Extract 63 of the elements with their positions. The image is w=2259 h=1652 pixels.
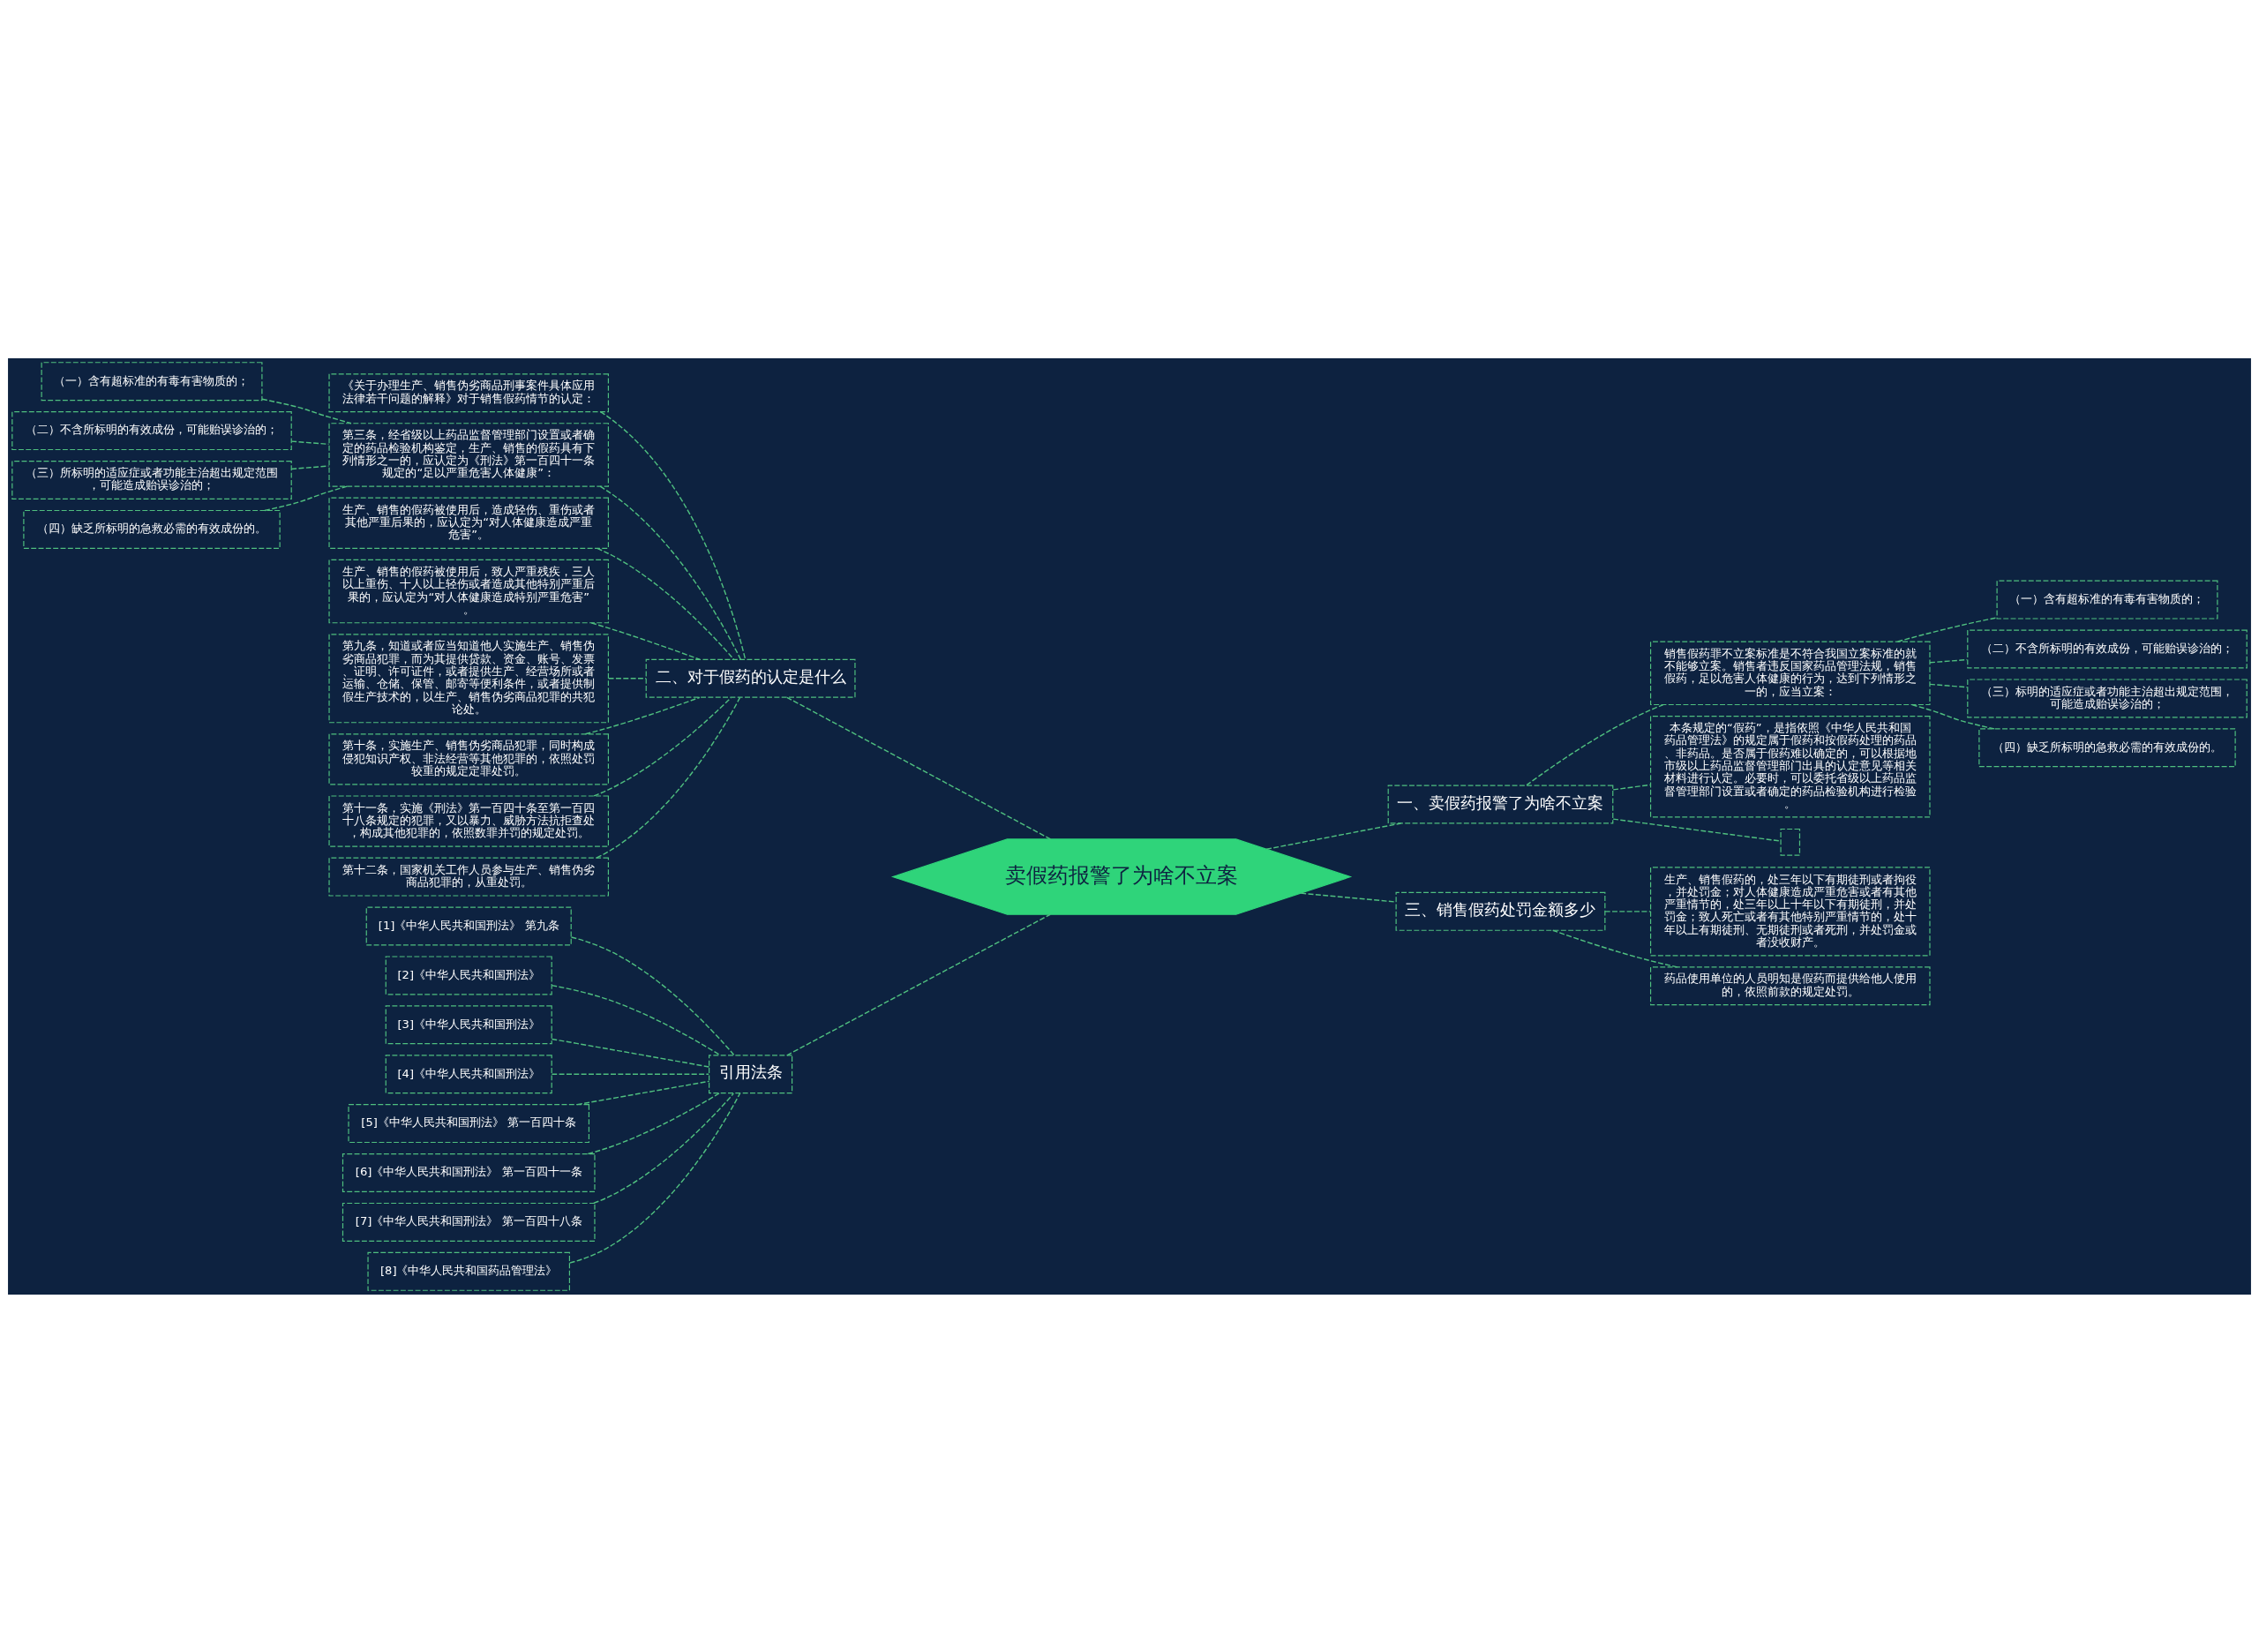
node-box: 销售假药罪不立案标准是不符合我国立案标准的就不能够立案。销售者违反国家药品管理法规，销售假药，足以危害人体健康的行为，达到下列情形之一的，应当立案：: [1649, 641, 1931, 705]
node-box: 本条规定的“假药”，是指依照《中华人民共和国药品管理法》的规定属于假药和按假药处理的药品、非药品。是否属于假药难以确定的，可以根据地市级以上药品监督管理部门出具的认定意见等相关材料进行认定。必要时，可以委托省级以上药品监督管理部门设置或者确定的药品检验机构进行检验。: [1649, 715, 1931, 817]
connector: [584, 696, 701, 734]
node-box: [1780, 828, 1801, 856]
connector: [596, 696, 741, 859]
node-box: （四）缺乏所标明的急救必需的有效成份的。: [23, 509, 281, 549]
node-box: 生产、销售的假药被使用后，致人严重残疾，三人以上重伤、十人以上轻伤或者造成其他特别严重后果的，应认定为“对人体健康造成特别严重危害”。: [328, 559, 610, 623]
connector: [576, 1080, 710, 1105]
connector: [1604, 910, 1652, 912]
node-box: 生产、销售的假药被使用后，造成轻伤、重伤或者其他严重后果的，应认定为“对人体健康造成严重危害”。: [328, 497, 610, 549]
connector: [1300, 891, 1397, 903]
node-box: 第九条，知道或者应当知道他人实施生产、销售伪劣商品犯罪，而为其提供贷款、资金、账号、发票、证明、许可证件，或者提供生产、经营场所或者运输、仓储、保管、邮寄等便利条件，或者提供制假生产技术的，以生产、销售伪劣商品犯罪的共犯论处。: [328, 633, 610, 723]
node-box: [8]《中华人民共和国药品管理法》: [367, 1251, 570, 1291]
connector: [1265, 822, 1402, 850]
connector: [1526, 703, 1664, 785]
node-box: [6]《中华人民共和国刑法》 第一百四十一条: [341, 1153, 596, 1192]
node-box: （四）缺乏所标明的急救必需的有效成份的。: [1978, 727, 2236, 767]
node-box: [2]《中华人民共和国刑法》: [385, 955, 552, 995]
node-box: 第十一条，实施《刑法》第一百四十条至第一百四十八条规定的犯罪，又以暴力、威胁方法抗拒查处，构成其他犯罪的，依照数罪并罚的规定处罚。: [328, 794, 610, 847]
connector: [597, 547, 735, 660]
connector: [607, 677, 647, 679]
node-box: [4]《中华人民共和国刑法》: [385, 1054, 552, 1093]
node-box: 生产、销售假药的，处三年以下有期徒刑或者拘役，并处罚金；对人体健康造成严重危害或者有其他严重情节的，处三年以上十年以下有期徒刑，并处罚金；致人死亡或者有其他特别严重情节的，处十年以上有期徒刑、无期徒刑或者死刑，并处罚金或者没收财产。: [1649, 866, 1931, 956]
connector: [264, 484, 349, 511]
connector: [570, 935, 735, 1055]
connector: [1552, 929, 1678, 968]
node-box: 《关于办理生产、销售伪劣商品刑事案件具体应用法律若干问题的解释》对于销售假药情节的认定：: [328, 372, 610, 412]
connector: [1929, 658, 1968, 663]
connector: [590, 621, 701, 660]
connector: [1910, 703, 1995, 730]
connector: [587, 1092, 721, 1154]
connector: [551, 984, 721, 1055]
node-box: 药品使用单位的人员明知是假药而提供给他人使用的，依照前款的规定处罚。: [1649, 965, 1931, 1005]
node-box: （一）含有超标准的有毒有害物质的；: [1996, 580, 2218, 620]
connector: [786, 696, 1052, 840]
node-box: （三）标明的适应症或者功能主治超出规定范围，可能造成贻误诊治的；: [1967, 678, 2248, 717]
node-box: 第十二条，国家机关工作人员参与生产、销售伪劣商品犯罪的，从重处罚。: [328, 857, 610, 897]
node-box: 二、对于假药的认定是什么: [645, 658, 856, 698]
node-box: [7]《中华人民共和国刑法》 第一百四十八条: [341, 1202, 596, 1242]
node-box: 第三条，经省级以上药品监督管理部门设置或者确定的药品检验机构鉴定，生产、销售的假药具有下列情形之一的，应认定为《刑法》第一百四十一条规定的“足以严重危害人体健康”：: [328, 422, 610, 487]
node-box: 三、销售假药处罚金额多少: [1395, 891, 1606, 931]
node-box: [3]《中华人民共和国刑法》: [385, 1004, 552, 1044]
connector: [786, 913, 1051, 1055]
node-box: （二）不含所标明的有效成份，可能贻误诊治的；: [1967, 628, 2248, 668]
node-box: （一）含有超标准的有毒有害物质的；: [41, 361, 263, 401]
node-box: [1]《中华人民共和国刑法》 第九条: [365, 906, 572, 945]
connector: [1612, 817, 1782, 842]
connector: [551, 1073, 709, 1075]
node-box: 第十条，实施生产、销售伪劣商品犯罪，同时构成侵犯知识产权、非法经营等其他犯罪的，依照处罚较重的规定定罪处罚。: [328, 732, 610, 785]
connector: [568, 1092, 741, 1264]
connector: [551, 1038, 710, 1068]
node-box: （二）不含所标明的有效成份，可能贻误诊治的；: [11, 410, 292, 450]
connector: [593, 1092, 734, 1204]
connector: [599, 485, 742, 660]
node-box: 引用法条: [709, 1054, 793, 1093]
connector: [593, 696, 732, 797]
connector: [261, 398, 352, 424]
connector: [599, 410, 747, 660]
node-box: 一、卖假药报警了为啥不立案: [1387, 785, 1614, 824]
connector: [1612, 784, 1651, 791]
node-box: （三）所标明的适应症或者功能主治超出规定范围，可能造成贻误诊治的；: [11, 460, 292, 499]
node-box: [5]《中华人民共和国刑法》 第一百四十条: [348, 1103, 589, 1143]
connector: [1896, 616, 1998, 642]
